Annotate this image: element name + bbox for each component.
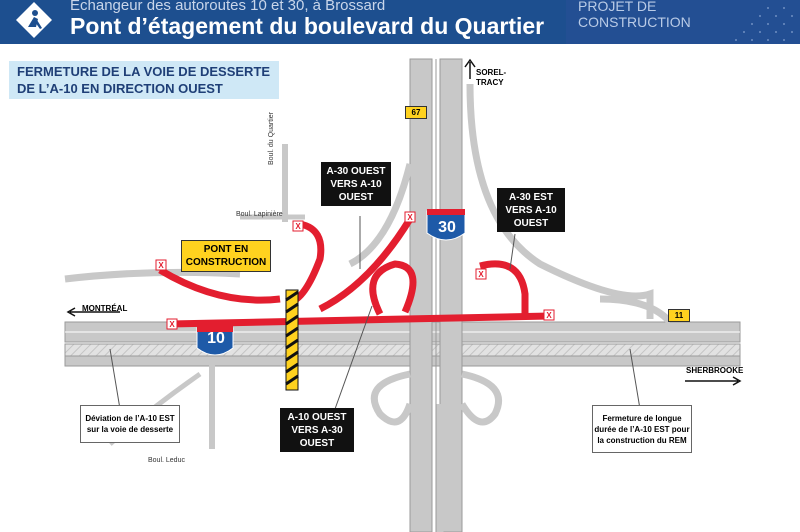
deviation-note: Déviation de l’A-10 EST sur la voie de d… [80, 405, 180, 443]
bridge-under-construction [285, 289, 299, 391]
leader-lines [109, 216, 641, 410]
closure-info-box: FERMETURE DE LA VOIE DE DESSERTE DE L’A-… [9, 61, 279, 99]
west-arrow-icon [66, 307, 120, 317]
svg-text:X: X [158, 261, 164, 270]
project-panel: PROJET DE CONSTRUCTION [566, 0, 800, 44]
a30-highway [409, 58, 463, 532]
project-label-line1: PROJET DE [578, 0, 657, 14]
header-bar: Échangeur des autoroutes 10 et 30, à Bro… [0, 0, 800, 44]
a30-ouest-to-a10-ouest-label: A-30 OUEST VERS A-10 OUEST [321, 162, 391, 206]
project-label-line2: CONSTRUCTION [578, 14, 691, 30]
svg-text:X: X [169, 320, 175, 329]
svg-text:X: X [546, 311, 552, 320]
interchange-map: X X X X X X [64, 58, 742, 532]
a10-shield-icon [196, 326, 234, 356]
a30-shield-icon [426, 209, 466, 241]
a30-est-to-a10-ouest-label: A-30 EST VERS A-10 OUEST [497, 188, 565, 232]
gray-ramps [64, 83, 673, 532]
closed-route [158, 217, 551, 328]
page-title: Pont d’étagement du boulevard du Quartie… [70, 13, 545, 39]
closure-markers: X X X X X X [155, 211, 555, 330]
worker-logo-icon [16, 2, 52, 38]
a10-shield-number: 10 [207, 330, 225, 347]
svg-text:X: X [295, 222, 301, 231]
exit-11-badge: 11 [668, 309, 690, 322]
exit-67-badge: 67 [405, 106, 427, 119]
svg-text:X: X [478, 270, 484, 279]
sherbrooke-direction: SHERBROOKE [686, 366, 744, 375]
info-line2: DE L’A-10 EN DIRECTION OUEST [17, 81, 223, 96]
north-arrow-icon [464, 58, 476, 79]
sorel-tracy-direction: SOREL-TRACY [476, 68, 507, 87]
boul-leduc-label: Boul. Leduc [148, 457, 185, 464]
pont-construction-label: PONT EN CONSTRUCTION [181, 240, 271, 272]
montreal-direction: MONTRÉAL [82, 304, 128, 313]
decorative-dots-icon [735, 7, 793, 41]
east-arrow-icon [685, 376, 742, 386]
a30-shield-number: 30 [438, 219, 456, 236]
svg-text:X: X [407, 213, 413, 222]
fermeture-note: Fermeture de longue durée de l’A-10 EST … [592, 405, 692, 453]
a10-highway [64, 321, 741, 367]
header-subtitle: Échangeur des autoroutes 10 et 30, à Bro… [70, 0, 386, 14]
a10-ouest-to-a30-ouest-label: A-10 OUEST VERS A-30 OUEST [280, 408, 354, 452]
boul-du-quartier-label: Boul. du Quartier [268, 112, 275, 165]
info-line1: FERMETURE DE LA VOIE DE DESSERTE [17, 64, 271, 79]
boul-lapiniere-label: Boul. Lapinière [236, 211, 283, 218]
